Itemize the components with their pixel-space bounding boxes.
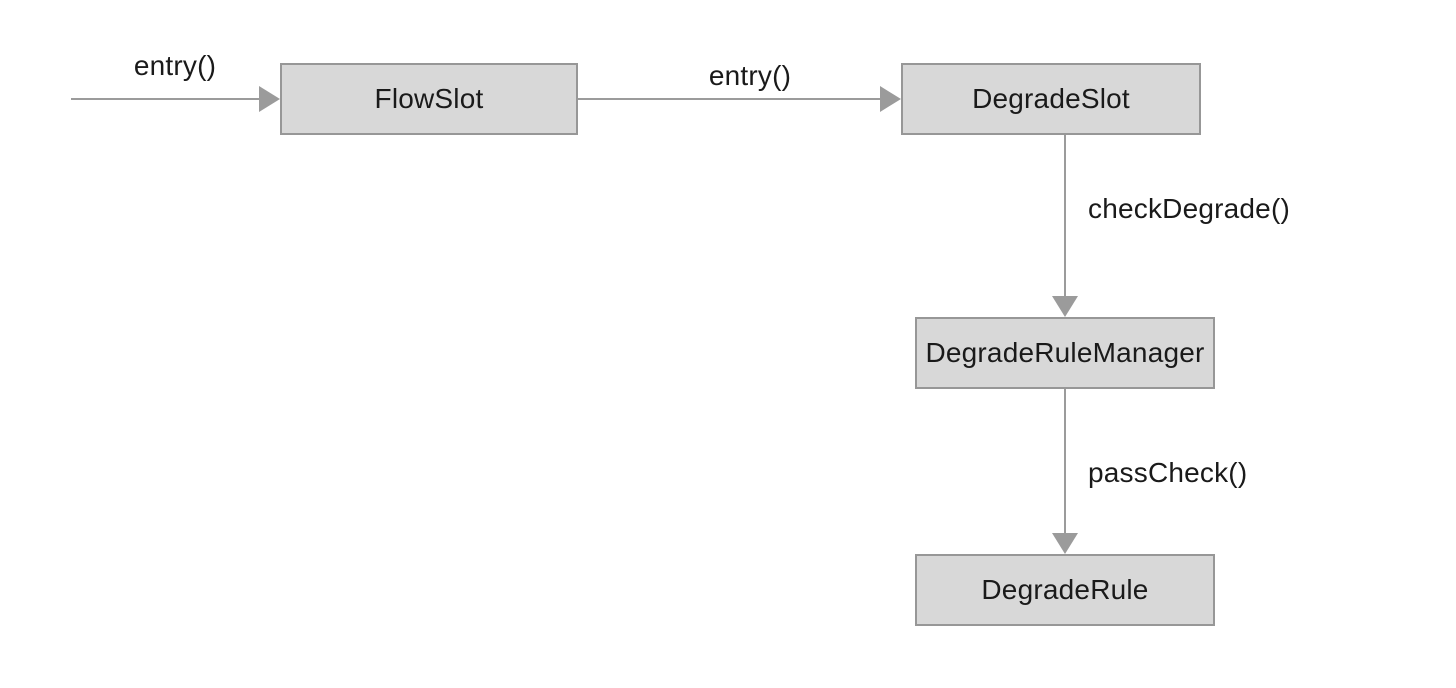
- edge-line-rulemanager-to-degraderule: [1064, 389, 1066, 533]
- edge-label-entry-1: entry(): [133, 50, 217, 81]
- arrowhead-right-icon: [259, 86, 280, 112]
- node-flow-slot: FlowSlot: [280, 63, 578, 135]
- arrowhead-down-icon: [1052, 296, 1078, 317]
- edge-label-check-degrade: checkDegrade(): [1088, 193, 1290, 224]
- node-degrade-rule-label: DegradeRule: [981, 574, 1149, 605]
- node-degrade-slot: DegradeSlot: [901, 63, 1201, 135]
- arrowhead-down-icon: [1052, 533, 1078, 554]
- node-flow-slot-label: FlowSlot: [374, 83, 484, 114]
- edge-line-flowslot-to-degradeslot: [578, 98, 881, 100]
- edge-label-pass-check: passCheck(): [1088, 457, 1248, 488]
- node-degrade-rule: DegradeRule: [915, 554, 1215, 626]
- node-degrade-slot-label: DegradeSlot: [972, 83, 1130, 114]
- edge-line-entry-to-flowslot: [71, 98, 259, 100]
- node-degrade-rule-manager-label: DegradeRuleManager: [925, 337, 1205, 368]
- edge-line-degradeslot-to-rulemanager: [1064, 135, 1066, 297]
- edge-label-entry-2: entry(): [708, 60, 792, 91]
- arrowhead-right-icon: [880, 86, 901, 112]
- node-degrade-rule-manager: DegradeRuleManager: [915, 317, 1215, 389]
